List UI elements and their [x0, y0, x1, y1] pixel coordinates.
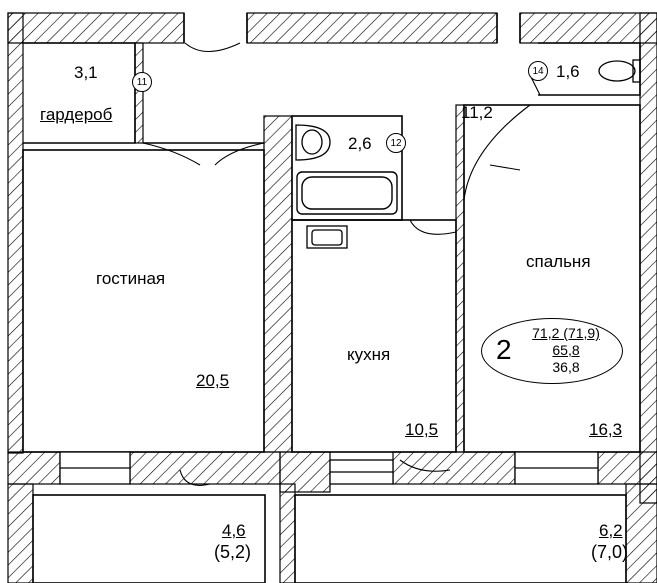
- door-swing-icon: [142, 42, 541, 486]
- living-area: 36,8: [552, 359, 580, 375]
- balcony-right-area: 6,2: [599, 521, 623, 540]
- room-14-number: 14: [528, 61, 548, 81]
- room-11-area: 3,1: [74, 63, 98, 82]
- toilet-icon: [598, 59, 641, 83]
- balcony-left-area-alt: (5,2): [214, 542, 252, 562]
- total-area: 71,2 (71,9): [532, 325, 600, 341]
- apartment-summary: [481, 318, 623, 384]
- balcony-right-area-alt: (7,0): [591, 542, 629, 562]
- room-11-number: 11: [132, 72, 152, 92]
- summary-areas: 71,2 (71,9) 65,8 36,8: [516, 325, 616, 376]
- windows: [59, 451, 599, 485]
- bedroom-name: спальня: [526, 252, 591, 271]
- sink-icon: [295, 124, 331, 161]
- kitchen-name: кухня: [347, 345, 391, 364]
- living-room-name: гостиная: [96, 269, 166, 288]
- room-12-number: 12: [386, 133, 406, 153]
- kitchen-area: 10,5: [405, 420, 439, 439]
- room-11-name: гардероб: [40, 105, 113, 124]
- room-12-area: 2,6: [348, 134, 372, 153]
- room-14-area: 1,6: [556, 62, 580, 81]
- exterior-walls: [7, 12, 657, 583]
- interior-walls: [134, 42, 465, 453]
- living-room-area: 20,5: [196, 371, 230, 390]
- kitchen-sink-icon: [306, 225, 348, 249]
- balcony-left-area: 4,6: [222, 521, 246, 540]
- hall-area: 11,2: [461, 103, 493, 122]
- rooms-count: 2: [496, 334, 512, 365]
- bathtub-icon: [296, 171, 398, 215]
- bedroom-area: 16,3: [589, 420, 623, 439]
- room-outlines: [22, 13, 641, 583]
- usable-area: 65,8: [552, 342, 580, 358]
